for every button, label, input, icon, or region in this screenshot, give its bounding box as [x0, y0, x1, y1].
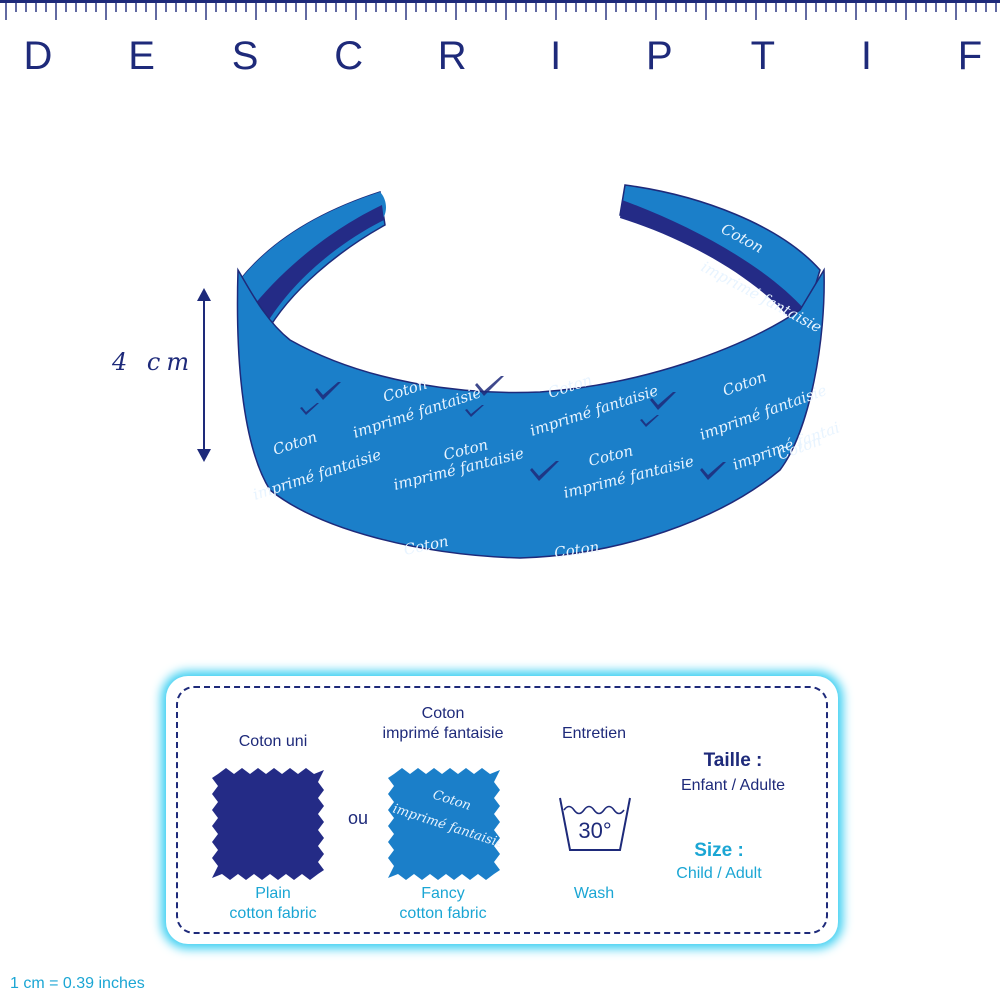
care-label-en: Wash: [573, 885, 615, 902]
fancy-fabric-label-fr: Coton imprimé fantaisie: [382, 705, 504, 742]
plain-fabric-label-fr: Coton uni: [238, 733, 308, 750]
plain-fabric-label-en: Plain cotton fabric: [229, 885, 317, 922]
double-arrow-icon: [197, 288, 211, 462]
title-letter: E: [128, 34, 155, 78]
plain-fabric-swatch: [212, 768, 324, 880]
or-separator: ou: [347, 808, 369, 828]
title-letter: S: [231, 34, 259, 78]
wash-temperature: 30°: [578, 818, 612, 843]
wash-basin-icon: [559, 797, 631, 851]
info-border: Coton uni Plain cotton fabric ou Coton i…: [176, 686, 828, 934]
size-value-fr: Enfant / Adulte: [680, 777, 786, 794]
ruler-decoration: [0, 0, 1000, 20]
measure-label: 4 cm: [112, 348, 196, 376]
title-letter: R: [437, 34, 467, 78]
fancy-fabric-label-en: Fancy cotton fabric: [399, 885, 487, 922]
title-letter: I: [550, 34, 562, 78]
title-letter: F: [957, 34, 983, 78]
fancy-fabric-swatch: Coton imprimé fantaisie: [388, 768, 500, 880]
size-heading-fr: Taille :: [703, 750, 763, 771]
care-label-fr: Entretien: [561, 725, 627, 742]
title-letter: D: [23, 34, 53, 78]
title-letter: I: [860, 34, 872, 78]
title-letter: C: [334, 34, 364, 78]
unit-conversion-note: 1 cm = 0.39 inches: [10, 975, 145, 992]
headband-illustration: Coton imprimé fantaisie Coton imprimé fa…: [236, 184, 840, 562]
size-value-en: Child / Adult: [676, 865, 762, 882]
title-letter: P: [645, 34, 673, 78]
page-title: D E S C R I P T I F: [0, 34, 1000, 78]
fabric-info-panel: Coton uni Plain cotton fabric ou Coton i…: [166, 676, 838, 944]
title-letter: T: [750, 34, 776, 78]
size-heading-en: Size :: [694, 840, 744, 861]
